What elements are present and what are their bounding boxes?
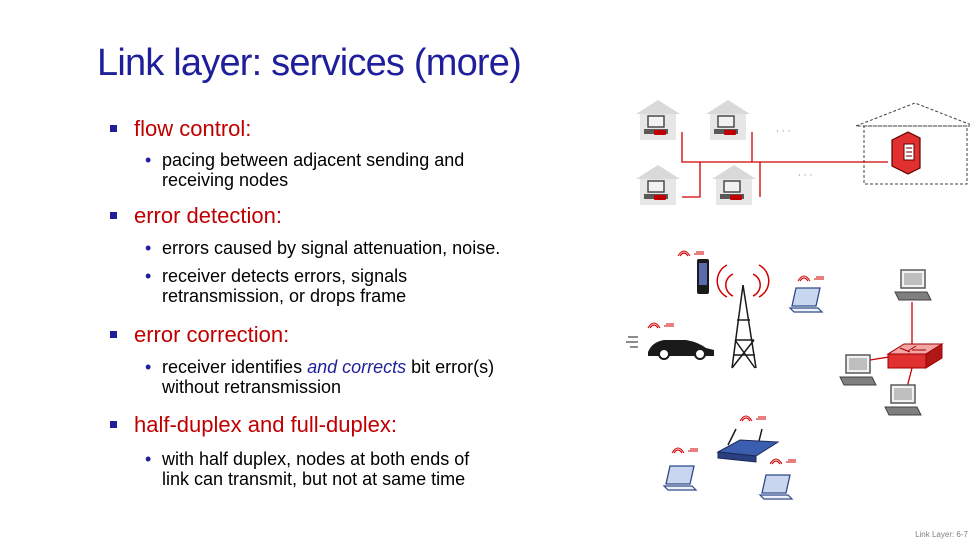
switch-icon <box>886 343 944 369</box>
laptop-icon <box>663 447 699 491</box>
bullet-duplex: half-duplex and full-duplex: <box>110 412 397 438</box>
sub-bullet-line: receiver identifies and corrects bit err… <box>162 357 494 377</box>
bullet-heading: half-duplex and full-duplex: <box>134 412 397 437</box>
dot-bullet-icon: • <box>145 449 152 469</box>
dot-bullet-icon: • <box>145 150 152 170</box>
network-illustrations: · · · · · · <box>626 99 970 500</box>
emphasis-text: and corrects <box>307 357 407 377</box>
desktop-pc-icon <box>884 384 922 416</box>
cell-phone-icon <box>677 250 709 294</box>
dot-bullet-icon: • <box>145 357 152 377</box>
house-icon <box>635 99 681 141</box>
sub-bullet-line: link can transmit, but not at same time <box>162 469 466 489</box>
wireless-router-icon <box>716 415 780 463</box>
dot-bullet-icon: • <box>145 238 152 258</box>
laptop-icon <box>759 458 797 500</box>
cellular-network-icon <box>626 250 825 369</box>
cell-tower-icon <box>716 264 770 369</box>
text-run: bit error(s) <box>406 357 495 377</box>
desktop-pc-icon <box>839 354 877 386</box>
sub-bullet-line: retransmission, or drops frame <box>162 286 407 306</box>
sub-bullet-line: errors caused by signal attenuation, noi… <box>162 238 501 258</box>
wifi-network-icon <box>663 415 797 500</box>
desktop-pc-icon <box>894 269 932 301</box>
square-bullet-icon <box>110 331 117 338</box>
sub-bullet-line: pacing between adjacent sending and <box>162 150 465 170</box>
bullet-heading: flow control: <box>134 116 252 141</box>
ethernet-lan-icon <box>839 269 944 416</box>
ellipsis-text: · · · <box>798 171 812 181</box>
sub-bullet: • pacing between adjacent sending and re… <box>145 150 465 190</box>
slide-title: Link layer: services (more) <box>97 42 522 84</box>
sub-bullet: • receiver detects errors, signals retra… <box>145 266 408 306</box>
sub-bullet-line: without retransmission <box>162 377 342 397</box>
slide-number: Link Layer: 6-7 <box>915 530 968 539</box>
bullet-flow-control: flow control: <box>110 116 252 142</box>
square-bullet-icon <box>110 421 117 428</box>
house-icon <box>635 164 681 206</box>
sub-bullet-line: receiver detects errors, signals <box>162 266 408 286</box>
bullet-error-correction: error correction: <box>110 322 290 348</box>
sub-bullet: • receiver identifies and corrects bit e… <box>145 357 494 397</box>
house-icon <box>705 99 751 141</box>
sub-bullet: • with half duplex, nodes at both ends o… <box>145 449 470 489</box>
bullet-heading: error detection: <box>134 203 282 228</box>
house-icon <box>711 164 757 206</box>
bullet-error-detection: error detection: <box>110 203 282 229</box>
dot-bullet-icon: • <box>145 266 152 286</box>
square-bullet-icon <box>110 125 117 132</box>
car-icon <box>626 322 714 360</box>
ellipsis-text: · · · <box>776 127 790 137</box>
sub-bullet-line: with half duplex, nodes at both ends of <box>162 449 470 469</box>
sub-bullet-line: receiving nodes <box>162 170 289 190</box>
home-network-icon: · · · · · · <box>635 99 970 206</box>
laptop-icon <box>789 275 825 313</box>
cable-headend-icon <box>891 131 921 175</box>
bullet-heading: error correction: <box>134 322 290 347</box>
sub-bullet: • errors caused by signal attenuation, n… <box>145 238 501 258</box>
text-run: receiver identifies <box>162 357 308 377</box>
square-bullet-icon <box>110 212 117 219</box>
